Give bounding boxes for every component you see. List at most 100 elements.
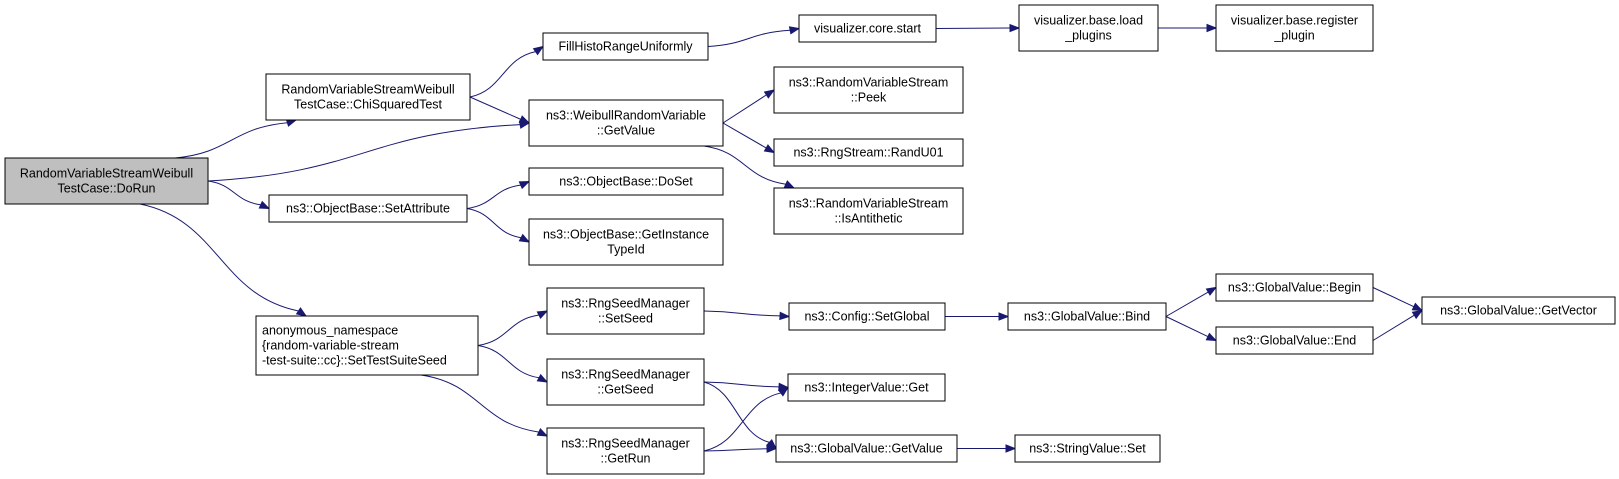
- node-label-line: ::Peek: [851, 91, 887, 105]
- node-box: [542, 32, 709, 61]
- arrowhead: [518, 233, 531, 243]
- edge-line: [703, 310, 781, 317]
- edge-line: [207, 180, 261, 206]
- node-box: [528, 218, 724, 266]
- node-label-line: -test-suite::cc}::SetTestSuiteSeed: [262, 354, 447, 368]
- nodes-layer: RandomVariableStreamWeibullTestCase::DoR…: [4, 4, 1616, 475]
- edge-weibull-getvalue-to-peek: [722, 89, 776, 124]
- node-box: [1007, 302, 1167, 331]
- node-box: [775, 434, 958, 463]
- edge-settestseed-to-getseed: [477, 345, 549, 383]
- edge-line: [174, 122, 288, 159]
- edge-getseed-to-intget: [703, 381, 790, 392]
- edge-line: [207, 124, 521, 182]
- node-peek[interactable]: ns3::RandomVariableStream::Peek: [773, 66, 964, 114]
- edge-vis-load-to-vis-register: [1158, 23, 1218, 33]
- node-label-line: anonymous_namespace: [262, 324, 398, 338]
- node-label-line: ns3::GlobalValue::Begin: [1228, 281, 1361, 295]
- node-setseed[interactable]: ns3::RngSeedManager::SetSeed: [546, 287, 705, 335]
- node-setattr[interactable]: ns3::ObjectBase::SetAttribute: [268, 194, 468, 223]
- arrowhead: [788, 26, 801, 35]
- node-label-line: ns3::RngStream::RandU01: [793, 146, 943, 160]
- node-intget[interactable]: ns3::IntegerValue::Get: [787, 373, 946, 402]
- node-isanti[interactable]: ns3::RandomVariableStream::IsAntithetic: [773, 187, 964, 235]
- edge-line: [1372, 287, 1415, 308]
- node-label-line: _plugins: [1064, 29, 1112, 43]
- node-label-line: visualizer.base.register: [1231, 14, 1358, 28]
- edges-layer: [139, 23, 1424, 454]
- edge-line: [703, 381, 780, 388]
- arrowhead: [1206, 23, 1218, 33]
- edge-line: [703, 392, 781, 452]
- node-box: [1215, 326, 1374, 355]
- node-setglobal[interactable]: ns3::Config::SetGlobal: [788, 302, 946, 331]
- node-weibull-getvalue[interactable]: ns3::WeibullRandomVariable::GetValue: [528, 99, 724, 147]
- arrowhead: [998, 312, 1010, 321]
- edge-settestseed-to-getrun: [420, 374, 549, 437]
- node-label-line: ns3::ObjectBase::DoSet: [559, 175, 693, 189]
- node-box: [255, 315, 479, 376]
- node-vis-start[interactable]: visualizer.core.start: [798, 14, 937, 43]
- arrowhead: [1411, 309, 1424, 320]
- edge-line: [1165, 291, 1209, 317]
- node-doset[interactable]: ns3::ObjectBase::DoSet: [528, 167, 724, 196]
- node-label-line: visualizer.base.load: [1034, 14, 1143, 28]
- node-box: [265, 73, 471, 121]
- arrowhead: [536, 428, 549, 437]
- arrowhead: [1005, 444, 1017, 453]
- arrowhead: [295, 307, 308, 317]
- node-label-line: FillHistoRangeUniformly: [558, 40, 693, 54]
- node-box: [4, 157, 209, 205]
- node-label-line: ns3::RngSeedManager: [561, 297, 690, 311]
- node-label-line: ns3::GlobalValue::End: [1233, 334, 1357, 348]
- node-box: [787, 373, 946, 402]
- edge-line: [722, 94, 767, 124]
- node-gv-getvalue[interactable]: ns3::GlobalValue::GetValue: [775, 434, 958, 463]
- edge-chisq-to-weibull-getvalue: [469, 96, 531, 124]
- arrowhead: [777, 386, 790, 397]
- edge-setseed-to-setglobal: [703, 310, 791, 321]
- edge-line: [469, 96, 521, 120]
- node-fillhisto[interactable]: FillHistoRangeUniformly: [542, 32, 709, 61]
- edge-line: [1372, 314, 1415, 341]
- edge-end-to-getvector: [1372, 309, 1424, 341]
- node-box: [1018, 4, 1159, 52]
- node-getrun[interactable]: ns3::RngSeedManager::GetRun: [546, 427, 705, 475]
- node-getseed[interactable]: ns3::RngSeedManager::GetSeed: [546, 358, 705, 406]
- node-label-line: ns3::StringValue::Set: [1029, 442, 1146, 456]
- node-box: [773, 138, 964, 167]
- node-label-line: _plugin: [1273, 29, 1314, 43]
- node-label-line: {random-variable-stream: [262, 339, 399, 353]
- edge-getrun-to-gv-getvalue: [703, 444, 778, 454]
- node-label-line: visualizer.core.start: [814, 22, 922, 36]
- node-vis-load[interactable]: visualizer.base.load_plugins: [1018, 4, 1159, 52]
- edge-fillhisto-to-vis-start: [707, 26, 801, 47]
- node-box: [1014, 434, 1161, 463]
- node-vis-register[interactable]: visualizer.base.register_plugin: [1215, 4, 1374, 52]
- edge-getrun-to-intget: [703, 386, 790, 452]
- arrowhead: [783, 180, 796, 189]
- node-end[interactable]: ns3::GlobalValue::End: [1215, 326, 1374, 355]
- node-getvector[interactable]: ns3::GlobalValue::GetVector: [1421, 296, 1616, 325]
- node-settestseed[interactable]: anonymous_namespace{random-variable-stre…: [255, 315, 479, 376]
- arrowhead: [763, 144, 776, 154]
- node-randu01[interactable]: ns3::RngStream::RandU01: [773, 138, 964, 167]
- node-box: [773, 187, 964, 235]
- node-begin[interactable]: ns3::GlobalValue::Begin: [1215, 273, 1374, 302]
- node-dorun[interactable]: RandomVariableStreamWeibullTestCase::DoR…: [4, 157, 209, 205]
- node-label-line: ns3::GlobalValue::Bind: [1024, 310, 1150, 324]
- arrowhead: [518, 180, 531, 190]
- node-box: [528, 167, 724, 196]
- node-strset[interactable]: ns3::StringValue::Set: [1014, 434, 1161, 463]
- node-box: [546, 287, 705, 335]
- arrowhead: [766, 444, 778, 454]
- node-label-line: ::SetSeed: [598, 312, 653, 326]
- node-chisq[interactable]: RandomVariableStreamWeibullTestCase::Chi…: [265, 73, 471, 121]
- edge-bind-to-end: [1165, 316, 1218, 342]
- node-label-line: RandomVariableStreamWeibull: [20, 167, 193, 181]
- node-box: [546, 358, 705, 406]
- edge-line: [703, 448, 768, 452]
- node-bind[interactable]: ns3::GlobalValue::Bind: [1007, 302, 1167, 331]
- edge-vis-start-to-vis-load: [935, 23, 1021, 33]
